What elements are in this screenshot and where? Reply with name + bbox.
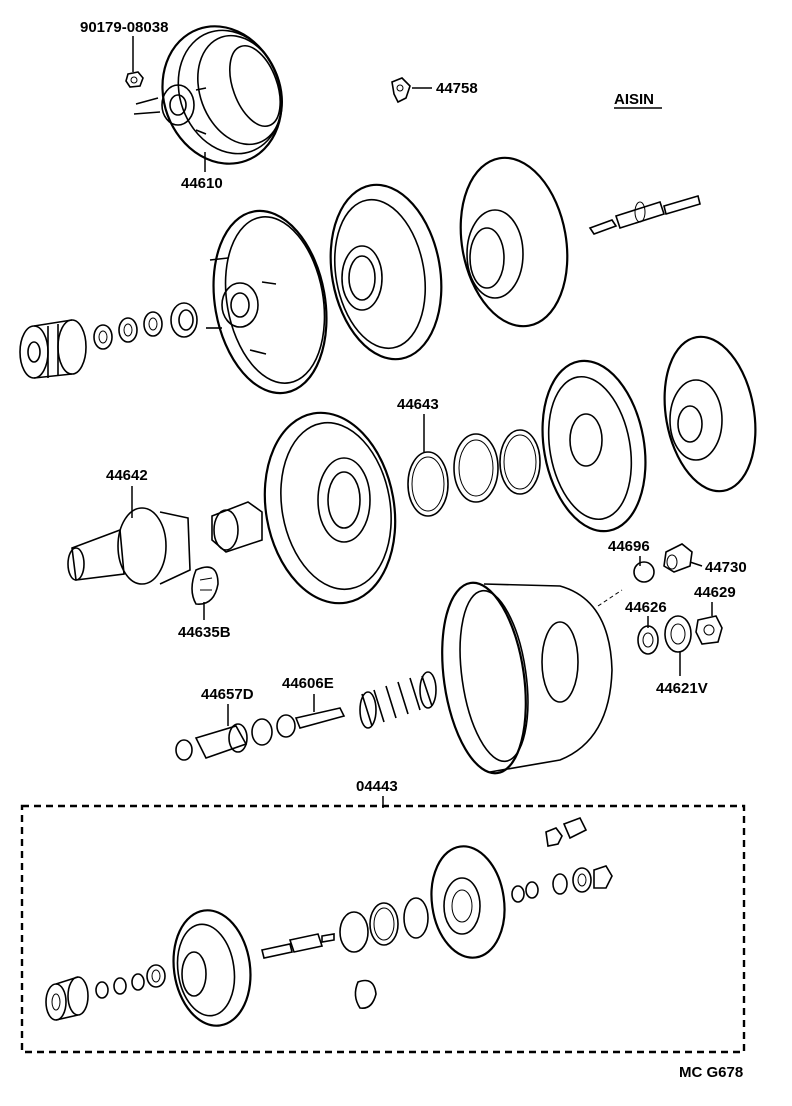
front-shell-with-studs <box>206 209 328 395</box>
kit-pushrod <box>261 933 335 959</box>
label-44657d[interactable]: 44657D <box>201 686 254 703</box>
kit-piston-seal-stack <box>45 976 89 1021</box>
leader-44730 <box>689 561 703 567</box>
key-44635b <box>191 566 219 605</box>
part-44696 <box>633 561 655 583</box>
ring-washers-row2 <box>93 302 198 350</box>
part-44730 <box>663 543 693 573</box>
label-44629[interactable]: 44629 <box>694 584 736 601</box>
dashed-guide <box>597 589 623 607</box>
brake-booster-assembly-44610 <box>133 25 283 165</box>
diaphragm-plate-row2 <box>459 156 569 328</box>
diaphragm-plate-row3 <box>663 335 757 493</box>
return-spring <box>359 671 437 729</box>
clip-44758 <box>391 77 411 104</box>
part-44621v <box>664 615 692 653</box>
label-44635b[interactable]: 44635B <box>178 624 231 641</box>
reaction-unit <box>211 501 263 553</box>
piston-seal-stack <box>19 319 87 379</box>
part-44626 <box>637 625 659 655</box>
label-44643[interactable]: 44643 <box>397 396 439 413</box>
label-44610[interactable]: 44610 <box>181 175 223 192</box>
part-44657d <box>175 718 273 761</box>
kit-small-seals <box>511 881 539 903</box>
nut-90179-08038 <box>125 71 144 88</box>
label-04443-kit[interactable]: 04443 <box>356 778 398 795</box>
label-44696[interactable]: 44696 <box>608 538 650 555</box>
label-44606e[interactable]: 44606E <box>282 675 334 692</box>
label-44642[interactable]: 44642 <box>106 467 148 484</box>
brand-aisin: AISIN <box>614 91 654 108</box>
diaphragm-row2 <box>329 183 443 361</box>
kit-valve-parts <box>545 816 613 895</box>
rings-44643 <box>407 429 541 517</box>
kit-rings <box>339 897 429 953</box>
rear-shell-row3 <box>263 411 397 605</box>
kit-key <box>354 979 377 1010</box>
pushrod-row2 <box>588 194 701 235</box>
label-90179-08038[interactable]: 90179-08038 <box>80 19 168 36</box>
diaphragm-row3 <box>541 359 647 533</box>
kit-diaphragm-left <box>172 909 252 1027</box>
part-44606e <box>276 707 346 738</box>
part-44629 <box>695 615 723 645</box>
label-44758[interactable]: 44758 <box>436 80 478 97</box>
figure-code: MC G678 <box>679 1064 743 1081</box>
kit-ring-washers <box>95 964 166 999</box>
valve-body-44642 <box>67 507 191 585</box>
label-44730[interactable]: 44730 <box>705 559 747 576</box>
kit-04443-boundary <box>20 804 746 1054</box>
large-shell-row4 <box>441 581 613 775</box>
label-44626[interactable]: 44626 <box>625 599 667 616</box>
label-44621v[interactable]: 44621V <box>656 680 708 697</box>
kit-diaphragm-right <box>430 845 506 959</box>
